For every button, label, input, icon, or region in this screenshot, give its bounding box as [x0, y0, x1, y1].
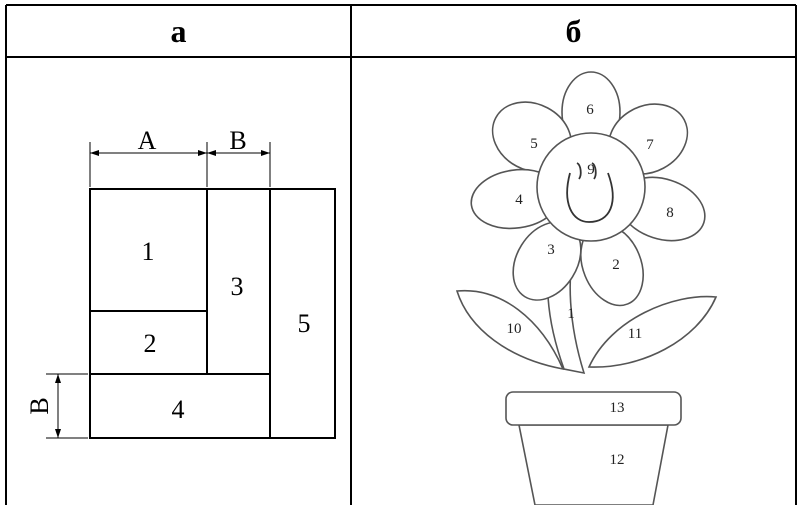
leaf-right	[587, 295, 718, 368]
column-b-header: б	[565, 12, 582, 49]
scheme-b: 1 2 3 4 5 6 7 8 9 10 11 12 13	[455, 71, 718, 505]
part-label-1: 1	[567, 306, 575, 322]
dim-label-b-left: B	[25, 397, 54, 414]
arrow-head	[198, 150, 207, 156]
arrow-head	[90, 150, 99, 156]
column-a-header: а	[170, 12, 187, 49]
arrow-head	[55, 429, 61, 438]
outer-rect	[89, 188, 336, 439]
eye-right	[591, 162, 597, 180]
arrow-head	[261, 150, 270, 156]
part-label-13: 13	[610, 400, 625, 416]
region-label-1: 1	[142, 237, 155, 266]
pot-rim	[505, 391, 682, 426]
flower-head	[536, 132, 646, 242]
part-label-3: 3	[547, 242, 555, 258]
dim-label-b-top: B	[229, 126, 246, 155]
part-label-11: 11	[628, 326, 642, 342]
part-label-5: 5	[530, 136, 538, 152]
pot-body	[518, 424, 669, 505]
arrow-head	[55, 374, 61, 383]
part-label-9: 9	[587, 162, 595, 178]
region-label-2: 2	[144, 329, 157, 358]
part-label-4: 4	[515, 192, 523, 208]
part-label-10: 10	[507, 321, 522, 337]
eye-left	[576, 162, 582, 180]
part-label-6: 6	[586, 102, 594, 118]
part-label-7: 7	[646, 137, 654, 153]
mouth	[566, 172, 614, 223]
scheme-a: A B B 1 2 3 4 5	[25, 126, 336, 439]
region-label-4: 4	[172, 395, 185, 424]
dim-label-a: A	[138, 126, 157, 155]
part-label-2: 2	[612, 257, 620, 273]
region-label-3: 3	[231, 272, 244, 301]
part-label-12: 12	[610, 452, 625, 468]
part-label-8: 8	[666, 205, 674, 221]
leaf-left	[455, 289, 565, 371]
region-label-5: 5	[298, 309, 311, 338]
arrow-head	[207, 150, 216, 156]
